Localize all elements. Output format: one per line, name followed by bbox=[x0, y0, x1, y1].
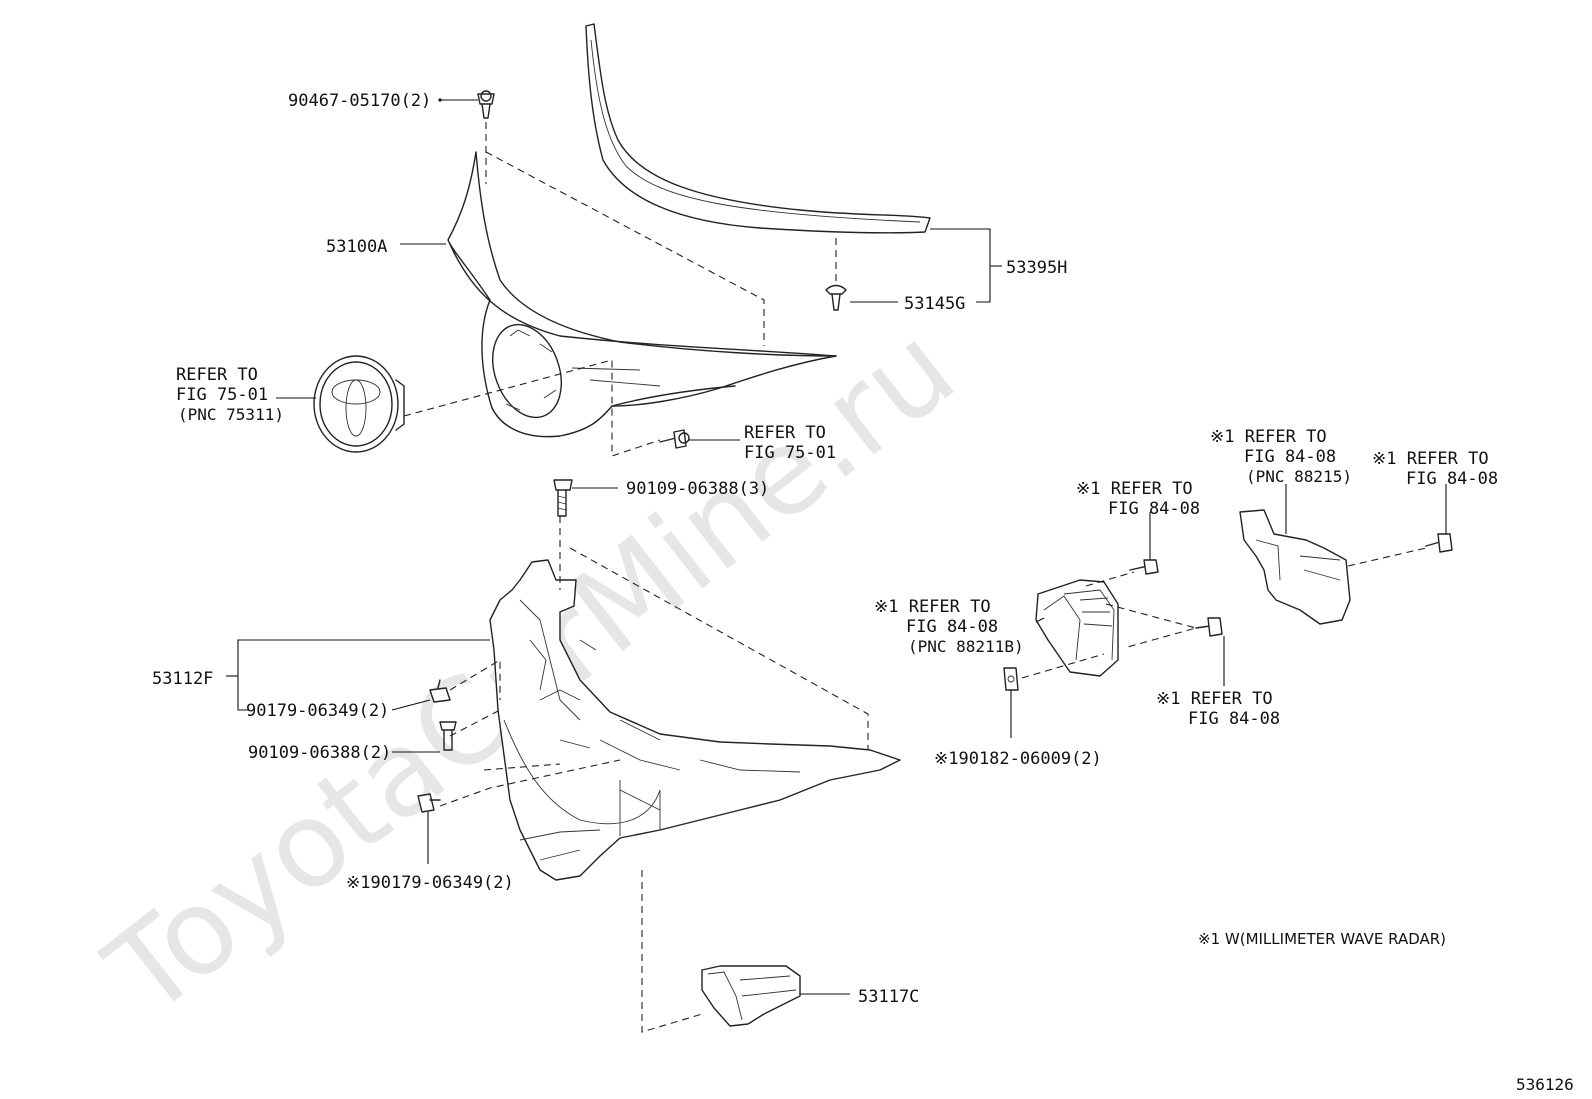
label-bracket-bolt-ref-2: FIG 84-08 bbox=[1406, 469, 1498, 489]
figure-number: 536126 bbox=[1516, 1075, 1574, 1094]
bracket-bolt bbox=[1425, 533, 1453, 553]
bolt-90109-left bbox=[439, 721, 457, 751]
footnote-r1: ※1 W(MILLIMETER WAVE RADAR) bbox=[1198, 930, 1446, 948]
radar-bracket bbox=[1239, 509, 1351, 625]
label-53112F: 53112F bbox=[152, 669, 213, 689]
leader-lines bbox=[226, 98, 1447, 995]
label-radar-bolt-ref-2: FIG 84-08 bbox=[1108, 499, 1200, 519]
nut-90179-r1 bbox=[417, 793, 441, 813]
screw-hood-front bbox=[659, 429, 690, 449]
label-bracket-ref-2: FIG 84-08 bbox=[1244, 447, 1336, 467]
label-90109-left: 90109-06388(2) bbox=[248, 743, 391, 763]
clip-53145G bbox=[825, 284, 847, 311]
retainer-90182 bbox=[1003, 667, 1019, 691]
label-bracket-ref-3: (PNC 88215) bbox=[1246, 467, 1352, 486]
label-radar-nut-ref-1: ※1 REFER TO bbox=[1156, 689, 1273, 709]
label-emblem-ref-1: REFER TO bbox=[176, 365, 258, 385]
label-radar-ref-3: (PNC 88211B) bbox=[908, 637, 1024, 656]
label-radar-ref-1: ※1 REFER TO bbox=[874, 597, 991, 617]
assembly-lines bbox=[403, 122, 1427, 1033]
label-90182-r1: ※190182-06009(2) bbox=[934, 749, 1102, 769]
label-90109-top: 90109-06388(3) bbox=[626, 479, 769, 499]
air-duct-53117C bbox=[701, 965, 801, 1027]
label-emblem-ref-3: (PNC 75311) bbox=[178, 405, 284, 424]
label-bracket-bolt-ref-1: ※1 REFER TO bbox=[1372, 449, 1489, 469]
label-emblem-ref-2: FIG 75-01 bbox=[176, 385, 268, 405]
bolt-90109-top bbox=[553, 479, 573, 517]
radar-nut bbox=[1195, 617, 1223, 637]
label-90467-05170: 90467-05170(2) bbox=[288, 91, 431, 111]
label-90179-left: 90179-06349(2) bbox=[246, 701, 389, 721]
radiator-support-53112F bbox=[489, 559, 901, 881]
radar-bolt bbox=[1129, 559, 1159, 575]
nut-90179-left bbox=[429, 679, 451, 703]
label-53100A: 53100A bbox=[326, 237, 387, 257]
label-screw-ref-1: REFER TO bbox=[744, 423, 826, 443]
label-53117C: 53117C bbox=[858, 987, 919, 1007]
label-53395H: 53395H bbox=[1006, 258, 1067, 278]
toyota-emblem bbox=[313, 355, 405, 453]
label-radar-bolt-ref-1: ※1 REFER TO bbox=[1076, 479, 1193, 499]
hood-53100A bbox=[447, 151, 837, 438]
label-screw-ref-2: FIG 75-01 bbox=[744, 443, 836, 463]
clip-90467 bbox=[477, 90, 495, 119]
label-90179-r1: ※190179-06349(2) bbox=[346, 873, 514, 893]
labels: 90467-05170(2) 53100A 53395H 53145G REFE… bbox=[152, 91, 1574, 1094]
label-radar-ref-2: FIG 84-08 bbox=[906, 617, 998, 637]
label-radar-nut-ref-2: FIG 84-08 bbox=[1188, 709, 1280, 729]
label-bracket-ref-1: ※1 REFER TO bbox=[1210, 427, 1327, 447]
hood-seal-53395H bbox=[585, 23, 931, 234]
label-53145G: 53145G bbox=[904, 294, 965, 314]
radar-sensor bbox=[1035, 579, 1119, 677]
